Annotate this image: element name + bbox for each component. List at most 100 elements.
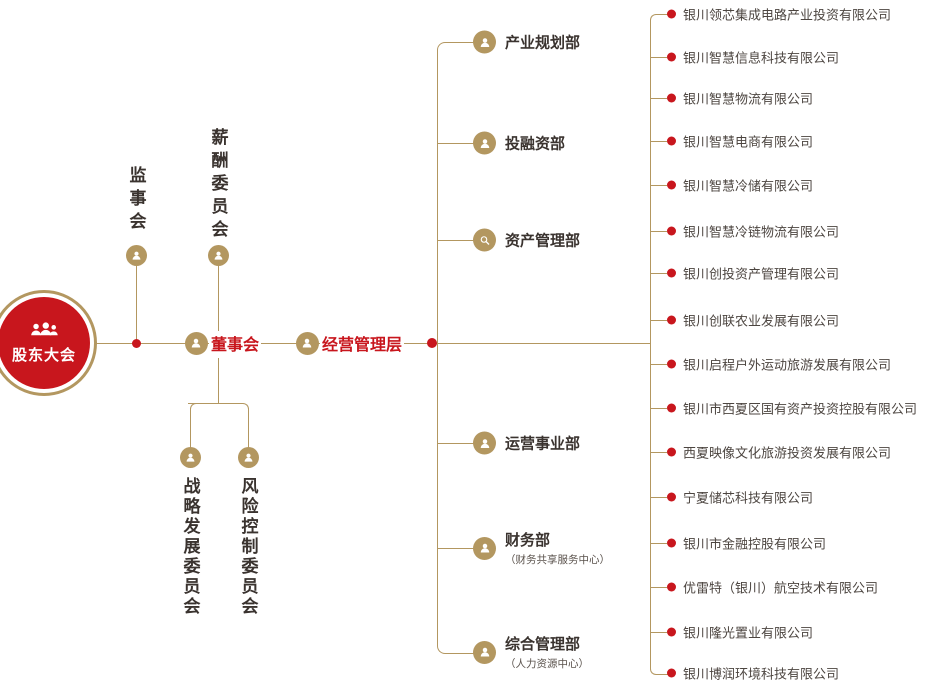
person-icon [237, 446, 259, 468]
bullet-icon [667, 538, 676, 548]
connector-line [136, 265, 137, 343]
bullet-icon [667, 93, 676, 103]
connector-line [437, 443, 474, 444]
company-name: 银川智慧物流有限公司 [683, 92, 814, 108]
person-icon [473, 536, 496, 560]
person-icon [473, 431, 496, 455]
company-item: 银川领芯集成电路产业投资有限公司 [667, 5, 891, 24]
company-name: 银川博润环境科技有限公司 [683, 667, 840, 683]
bullet-icon [667, 359, 676, 369]
junction-dot [427, 338, 437, 348]
bullet-icon [667, 627, 676, 637]
company-item: 银川隆光置业有限公司 [667, 623, 813, 642]
company-item: 银川智慧电商有限公司 [667, 132, 813, 151]
bullet-icon [667, 668, 676, 678]
dept-label: 产业规划部 [505, 33, 581, 52]
company-name: 宁夏储芯科技有限公司 [683, 491, 814, 507]
company-name: 银川市金融控股有限公司 [683, 537, 827, 553]
person-icon [179, 446, 201, 468]
connector-line [218, 266, 219, 331]
company-item: 银川创投资产管理有限公司 [667, 264, 839, 283]
dept-general-management: 综合管理部 （人力资源中心） [473, 633, 589, 671]
risk-committee-label: 风险控制委员会 [237, 477, 258, 617]
compensation-committee-label: 薪酬委员会 [207, 128, 228, 243]
company-item: 银川智慧冷链物流有限公司 [667, 222, 839, 241]
company-name: 银川市西夏区国有资产投资控股有限公司 [683, 402, 918, 418]
company-item: 银川博润环境科技有限公司 [667, 664, 839, 683]
connector-line [650, 141, 667, 142]
company-item: 优雷特（银川）航空技术有限公司 [667, 578, 878, 597]
strategy-committee-label: 战略发展委员会 [179, 477, 200, 617]
company-item: 银川智慧物流有限公司 [667, 89, 813, 108]
connector-line [650, 408, 667, 409]
connector-line [650, 320, 667, 321]
company-item: 西夏映像文化旅游投资发展有限公司 [667, 443, 891, 462]
company-item: 宁夏储芯科技有限公司 [667, 488, 813, 507]
company-name: 银川创投资产管理有限公司 [683, 267, 840, 283]
person-icon [184, 331, 208, 355]
magnifier-icon [473, 228, 496, 252]
connector-line [650, 231, 667, 232]
dept-asset-management: 资产管理部 [473, 228, 581, 252]
dept-label: 投融资部 [505, 134, 566, 153]
shareholders-meeting-label: 股东大会 [11, 345, 76, 364]
company-item: 银川智慧信息科技有限公司 [667, 48, 839, 67]
connector-line [650, 632, 667, 633]
person-icon [125, 244, 147, 266]
company-name: 银川智慧冷储有限公司 [683, 179, 814, 195]
bullet-icon [667, 180, 676, 190]
company-name: 银川智慧电商有限公司 [683, 135, 814, 151]
connector-line [437, 240, 474, 241]
bullet-icon [667, 9, 676, 19]
dept-label: 资产管理部 [505, 231, 581, 250]
connector-line [650, 185, 667, 186]
connector-line [650, 364, 667, 365]
bullet-icon [667, 136, 676, 146]
connector-line [650, 57, 667, 58]
connector-line [650, 273, 667, 274]
bullet-icon [667, 268, 676, 278]
junction-dot [131, 338, 141, 348]
company-item: 银川智慧冷储有限公司 [667, 176, 813, 195]
connector-line [650, 497, 667, 498]
dept-investment-financing: 投融资部 [473, 131, 566, 155]
connector-line [650, 587, 667, 588]
bullet-icon [667, 315, 676, 325]
connector-line [437, 42, 475, 654]
shareholders-meeting-node: 股东大会 [0, 290, 97, 396]
connector-line [437, 143, 474, 144]
company-item: 银川市西夏区国有资产投资控股有限公司 [667, 399, 917, 418]
person-icon [473, 640, 496, 664]
connector-line [650, 543, 667, 544]
connector-line [650, 98, 667, 99]
company-name: 优雷特（银川）航空技术有限公司 [683, 581, 879, 597]
company-name: 银川智慧信息科技有限公司 [683, 51, 840, 67]
company-name: 西夏映像文化旅游投资发展有限公司 [683, 446, 892, 462]
dept-operations: 运营事业部 [473, 431, 581, 455]
person-icon [207, 244, 229, 266]
connector-line [650, 14, 668, 675]
dept-label: 综合管理部 [505, 635, 581, 653]
dept-subtitle: （财务共享服务中心） [505, 554, 610, 566]
company-name: 银川创联农业发展有限公司 [683, 314, 840, 330]
company-item: 银川启程户外运动旅游发展有限公司 [667, 355, 891, 374]
people-icon [29, 321, 59, 342]
connector-line [218, 358, 219, 404]
dept-subtitle: （人力资源中心） [505, 658, 589, 670]
dept-finance: 财务部 （财务共享服务中心） [473, 529, 610, 567]
board-label: 董事会 [209, 331, 262, 355]
management-label: 经营管理层 [320, 331, 405, 355]
company-name: 银川领芯集成电路产业投资有限公司 [683, 8, 892, 24]
dept-label: 运营事业部 [505, 434, 581, 453]
person-icon [295, 331, 319, 355]
bullet-icon [667, 226, 676, 236]
dept-label: 财务部 [505, 531, 551, 549]
bullet-icon [667, 492, 676, 502]
connector-line [650, 452, 667, 453]
shareholders-meeting-circle: 股东大会 [0, 297, 90, 389]
company-item: 银川创联农业发展有限公司 [667, 311, 839, 330]
bullet-icon [667, 403, 676, 413]
company-name: 银川隆光置业有限公司 [683, 626, 814, 642]
dept-industry-planning: 产业规划部 [473, 30, 581, 54]
